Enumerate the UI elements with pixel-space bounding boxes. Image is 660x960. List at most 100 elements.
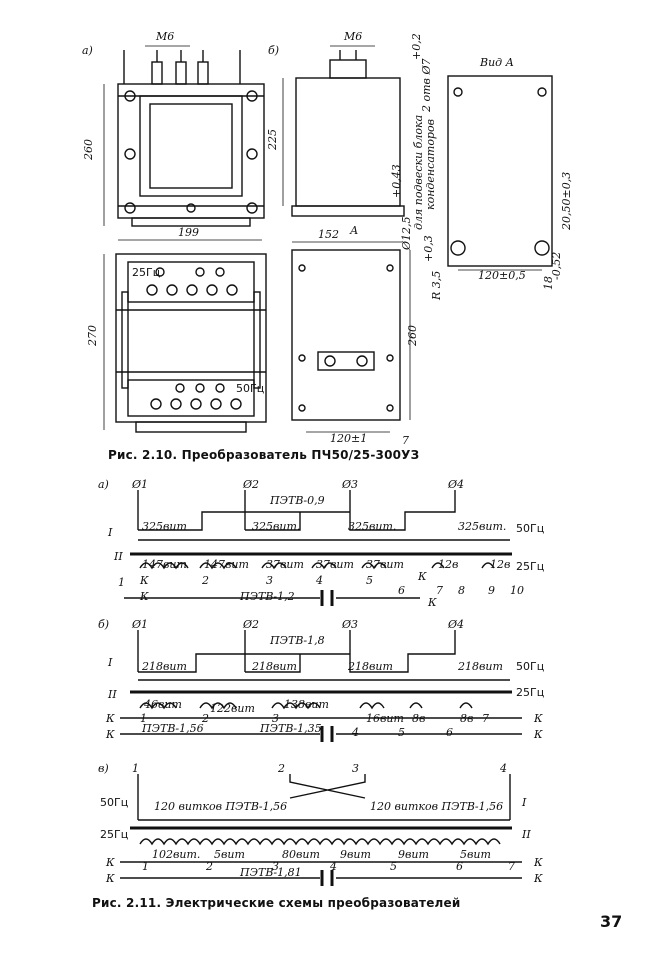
- label-a: а): [82, 44, 93, 57]
- scheme-a-25hz: 25Гц: [516, 560, 544, 573]
- tap: 1: [118, 576, 125, 589]
- scheme-b-label: б): [98, 618, 109, 631]
- holes-label: 2 отв Ø7: [420, 59, 433, 113]
- dim-152: 152: [318, 228, 339, 241]
- scheme-c-secondary: II: [521, 828, 531, 841]
- tap: 10: [510, 584, 524, 597]
- scheme-b-secondary-coils: 46вит 122вит 138вит 16вит 8в 8в: [143, 698, 473, 725]
- transformer-side-view: [291, 50, 405, 217]
- tap: 6: [456, 860, 463, 873]
- pin-4: Ø4: [447, 478, 464, 491]
- radius-tolerance: +0,3: [422, 235, 435, 262]
- coil: 218вит: [251, 660, 297, 673]
- transformer-plan-view: [115, 253, 267, 433]
- dim-7: 7: [402, 434, 409, 445]
- coil: 5вит: [460, 848, 491, 861]
- scheme-b-pins: Ø1 Ø2 Ø3 Ø4: [131, 618, 464, 631]
- scheme-b-primary-coils: 218вит 218вит 218вит 218вит: [141, 660, 503, 673]
- scheme-a-secondary: II: [113, 550, 123, 563]
- scheme-b-50hz: 50Гц: [516, 660, 544, 673]
- scheme-a-k2: К: [139, 590, 149, 603]
- scheme-b-k3: К: [533, 712, 543, 725]
- pin-3: Ø3: [341, 478, 358, 491]
- scheme-c-coil-r: 120 витков ПЭТВ-1,56: [370, 800, 503, 813]
- scheme-c-k1: К: [105, 856, 115, 869]
- tap: 6: [446, 726, 453, 739]
- coil: 218вит: [141, 660, 187, 673]
- pin-1: 1: [132, 762, 139, 775]
- dim-18-tolerance: -0,52: [550, 252, 563, 280]
- scheme-b-k2: К: [105, 728, 115, 741]
- coil: 325вит.: [348, 520, 396, 533]
- scheme-a-50hz: 50Гц: [516, 522, 544, 535]
- holes-tolerance: +0,2: [410, 33, 423, 60]
- thread-b: М6: [343, 30, 362, 43]
- scheme-a-k1: К: [139, 574, 149, 587]
- pin-2: 2: [277, 762, 285, 775]
- coil: 138вит: [284, 698, 329, 711]
- radius-label: R 3,5: [430, 271, 443, 301]
- coil: 9вит: [398, 848, 429, 861]
- tap: 7: [436, 584, 443, 597]
- dim-270: 270: [86, 325, 99, 347]
- term-50-bottom: 50Гц: [236, 382, 264, 395]
- dim-225: 225: [266, 129, 279, 151]
- hanger-tolerance: +0,43: [390, 164, 403, 198]
- scheme-a-k4: К: [427, 596, 437, 609]
- scheme-b-primary: I: [107, 656, 113, 669]
- scheme-c-label: в): [98, 762, 109, 775]
- capacitor-block-view: [291, 249, 401, 421]
- view-arrow: А: [349, 224, 358, 237]
- scheme-b-25hz: 25Гц: [516, 686, 544, 699]
- tap: 5: [366, 574, 373, 587]
- scheme-a-k3: К: [417, 570, 427, 583]
- tap: 1: [142, 860, 149, 873]
- coil: 325вит: [142, 520, 187, 533]
- label-b: б): [268, 44, 279, 57]
- terminal-posts: [123, 50, 241, 85]
- view-a-drawing: [447, 75, 553, 267]
- figure-caption-2-10: Рис. 2.10. Преобразователь ПЧ50/25-300УЗ: [108, 448, 420, 462]
- scheme-b-k4: К: [533, 728, 543, 741]
- dim-199: 199: [178, 226, 199, 239]
- figure-2-11: а) Ø1 Ø2 Ø3 Ø4 ПЭТВ-0,9 I 325вит 325вит.…: [98, 478, 544, 886]
- pin-3: 3: [352, 762, 359, 775]
- coil: 218вит: [347, 660, 393, 673]
- scheme-a-label: а): [98, 478, 109, 491]
- coil: 37вит: [316, 558, 354, 571]
- coil: 37вит: [366, 558, 404, 571]
- scheme-c-50hz: 50Гц: [100, 796, 128, 809]
- coil: 9вит: [340, 848, 371, 861]
- coil: 147вит: [142, 558, 187, 571]
- scheme-c-pins: 1 2 3 4: [132, 762, 507, 775]
- dim-18: 18: [542, 276, 555, 290]
- scheme-a-secondary-taps: 1 2 3 4 5 6 7 8 9 10: [118, 574, 524, 597]
- coil: 12в: [490, 558, 510, 571]
- dim-20-50: 20,50±0,3: [560, 172, 573, 231]
- coil: 102вит.: [152, 848, 200, 861]
- coil: 147вит: [204, 558, 249, 571]
- pin-1: Ø1: [131, 618, 148, 631]
- coil: 325вит.: [458, 520, 506, 533]
- tap: 5: [390, 860, 397, 873]
- tap: 4: [315, 574, 323, 587]
- dim-260-a: 260: [82, 139, 95, 161]
- figure-caption-2-11: Рис. 2.11. Электрические схемы преобразо…: [92, 896, 461, 910]
- coil: 5вит: [214, 848, 245, 861]
- coil: 122вит: [210, 702, 255, 715]
- scheme-c-wire: ПЭТВ-1,81: [239, 866, 302, 879]
- pin-1: Ø1: [131, 478, 148, 491]
- dim-120-1: 120±1: [330, 432, 367, 445]
- tap: 3: [266, 574, 273, 587]
- scheme-c-k4: К: [533, 872, 543, 885]
- scheme-c-primary: I: [521, 796, 527, 809]
- scheme-c-25hz: 25Гц: [100, 828, 128, 841]
- page-number: 37: [600, 912, 623, 931]
- tap: 3: [272, 860, 279, 873]
- pin-4: 4: [499, 762, 507, 775]
- tap: 2: [201, 574, 209, 587]
- scheme-b-wire-b: ПЭТВ-1,35: [259, 722, 322, 735]
- coil: 325вит.: [252, 520, 300, 533]
- scheme-b-wire: ПЭТВ-1,8: [269, 634, 325, 647]
- hanger-note-2: конденсаторов: [424, 119, 437, 210]
